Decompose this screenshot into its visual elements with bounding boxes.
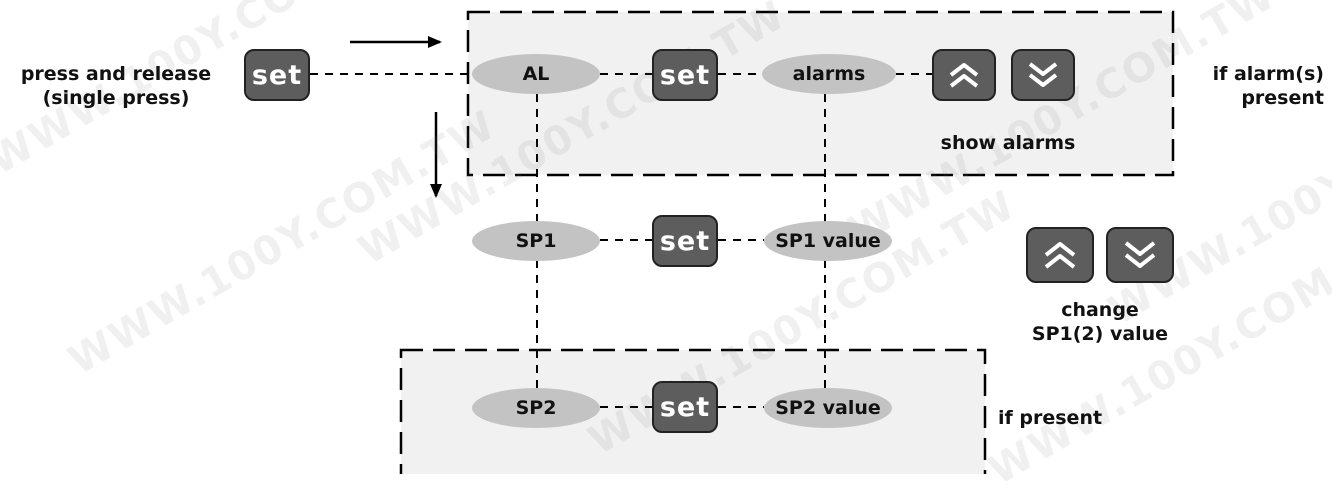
change-value-line-2: SP1(2) value xyxy=(1031,323,1169,345)
node-alarms: alarms xyxy=(762,54,896,94)
up-button-alarms[interactable] xyxy=(932,49,996,101)
set-button-start[interactable]: set xyxy=(244,49,310,101)
change-value-line-1: change xyxy=(1061,299,1139,321)
node-sp2-value: SP2 value xyxy=(764,388,892,428)
node-sp2: SP2 xyxy=(472,388,600,428)
down-chevrons-icon xyxy=(1124,241,1156,268)
if-alarms-label: if alarm(s) present xyxy=(1184,62,1324,110)
set-button-sp1[interactable]: set xyxy=(652,215,718,267)
if-alarms-line-2: present xyxy=(1241,87,1324,109)
up-button-value[interactable] xyxy=(1026,227,1094,283)
if-alarms-line-1: if alarm(s) xyxy=(1212,63,1324,85)
down-chevrons-icon xyxy=(1028,62,1058,87)
show-alarms-label: show alarms xyxy=(940,132,1076,154)
set-button-sp2[interactable]: set xyxy=(652,381,718,433)
press-release-line-1: press and release xyxy=(20,63,212,85)
change-value-label: change SP1(2) value xyxy=(1010,298,1190,346)
up-chevrons-icon xyxy=(1044,242,1076,269)
node-al: AL xyxy=(472,54,600,94)
set-button-al[interactable]: set xyxy=(652,49,718,101)
node-sp1: SP1 xyxy=(472,221,600,261)
up-chevrons-icon xyxy=(949,63,979,88)
press-release-label: press and release (single press) xyxy=(0,62,232,110)
node-sp1-value: SP1 value xyxy=(764,221,892,261)
down-button-alarms[interactable] xyxy=(1011,49,1075,101)
down-button-value[interactable] xyxy=(1106,227,1174,283)
press-release-line-2: (single press) xyxy=(42,87,190,109)
if-present-label: if present xyxy=(998,407,1103,429)
